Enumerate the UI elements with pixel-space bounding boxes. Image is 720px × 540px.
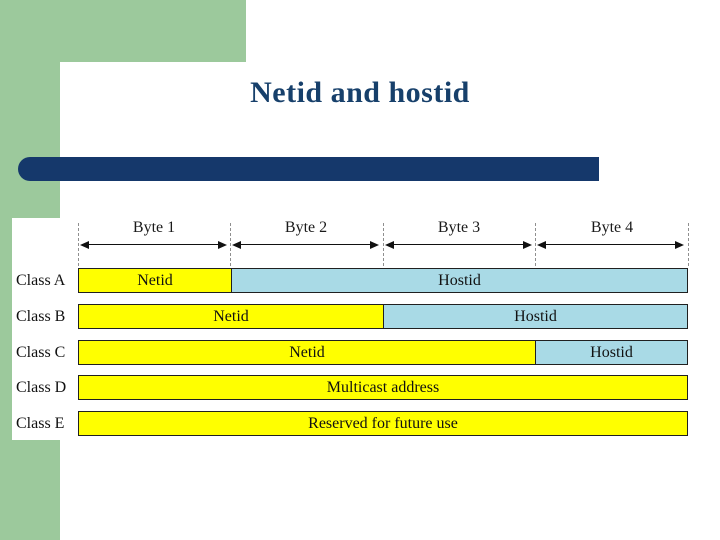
class-d-multicast-segment: Multicast address <box>79 376 687 399</box>
class-c-netid-segment: Netid <box>79 341 535 364</box>
class-c-bar: Netid Hostid <box>78 340 688 365</box>
arrow-line <box>393 244 524 245</box>
class-a-netid-segment: Netid <box>79 269 231 292</box>
byte-span-arrow-2 <box>232 240 379 250</box>
byte-label-4: Byte 4 <box>590 219 634 236</box>
arrowhead-right-icon <box>218 241 227 249</box>
class-e-reserved-segment: Reserved for future use <box>79 412 687 435</box>
arrowhead-left-icon <box>385 241 394 249</box>
arrow-line <box>88 244 219 245</box>
class-b-bar: Netid Hostid <box>78 304 688 329</box>
byte-boundary-line <box>535 223 536 266</box>
byte-span-arrow-1 <box>80 240 227 250</box>
arrow-line <box>545 244 676 245</box>
byte-boundary-line <box>230 223 231 266</box>
byte-boundary-line <box>688 223 689 266</box>
arrow-line <box>240 244 371 245</box>
byte-span-arrow-3 <box>385 240 532 250</box>
class-a-bar: Netid Hostid <box>78 268 688 293</box>
class-b-hostid-segment: Hostid <box>383 305 687 328</box>
class-d-bar: Multicast address <box>78 375 688 400</box>
byte-label-3: Byte 3 <box>437 219 481 236</box>
class-d-label: Class D <box>16 379 67 396</box>
byte-label-1: Byte 1 <box>132 219 176 236</box>
class-b-netid-segment: Netid <box>79 305 383 328</box>
class-c-label: Class C <box>16 344 66 361</box>
class-a-label: Class A <box>16 272 66 289</box>
arrowhead-left-icon <box>537 241 546 249</box>
class-b-label: Class B <box>16 308 66 325</box>
byte-boundary-line <box>383 223 384 266</box>
class-a-hostid-segment: Hostid <box>231 269 687 292</box>
slide-title: Netid and hostid <box>250 76 470 109</box>
arrowhead-right-icon <box>675 241 684 249</box>
class-e-bar: Reserved for future use <box>78 411 688 436</box>
arrowhead-left-icon <box>232 241 241 249</box>
class-e-label: Class E <box>16 415 65 432</box>
navy-divider-bar <box>18 157 599 181</box>
class-c-hostid-segment: Hostid <box>535 341 687 364</box>
netid-hostid-diagram: Byte 1 Byte 2 Byte 3 Byte 4 <box>12 218 690 440</box>
arrowhead-right-icon <box>370 241 379 249</box>
arrowhead-left-icon <box>80 241 89 249</box>
byte-label-2: Byte 2 <box>284 219 328 236</box>
arrowhead-right-icon <box>523 241 532 249</box>
byte-span-arrow-4 <box>537 240 684 250</box>
byte-boundary-line <box>78 223 79 266</box>
